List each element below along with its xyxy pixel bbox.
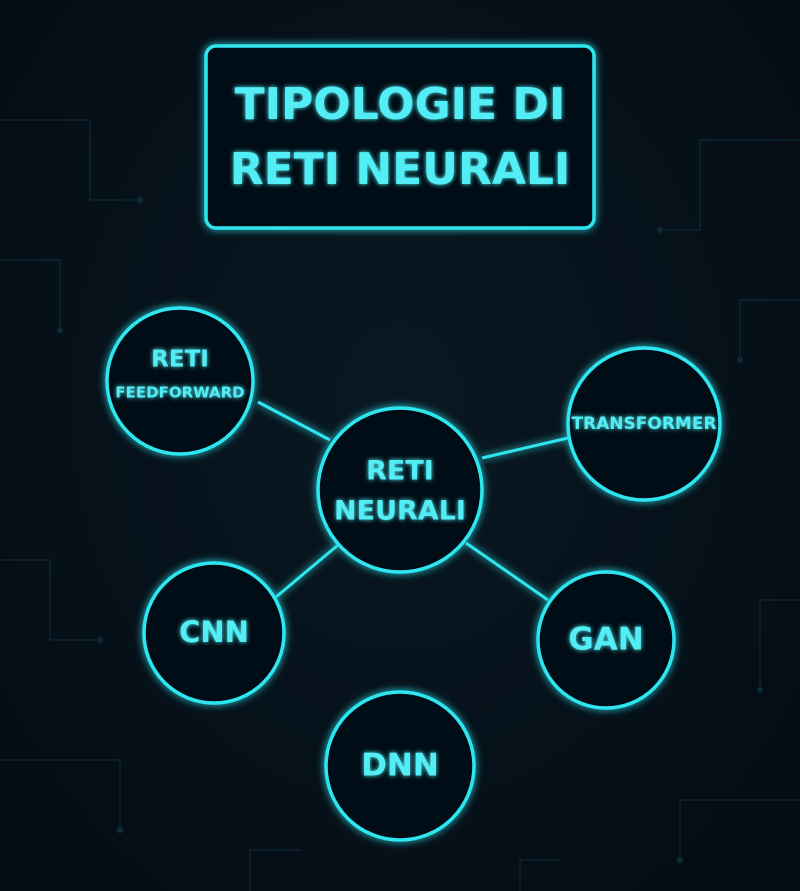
node-reti-feedforward: RETI FEEDFORWARD [105, 306, 255, 456]
node-dnn: DNN [324, 690, 476, 842]
edge-center-feedforward [257, 400, 331, 442]
dnn-label: DNN [361, 748, 439, 784]
edge-center-transformer [481, 436, 569, 460]
title-box: TIPOLOGIE DI RETI NEURALI [204, 44, 596, 230]
feedforward-line-1: RETI [151, 347, 209, 373]
center-node-reti-neurali: RETI NEURALI [316, 406, 484, 574]
cnn-label: CNN [179, 615, 249, 649]
node-gan: GAN [536, 570, 676, 710]
feedforward-line-2: FEEDFORWARD [115, 384, 244, 402]
node-cnn: CNN [142, 561, 286, 705]
transformer-label: TRANSFORMER [571, 414, 716, 434]
gan-label: GAN [568, 622, 643, 658]
edge-center-gan [465, 541, 549, 602]
center-node-line-2: NEURALI [334, 496, 466, 527]
node-transformer: TRANSFORMER [566, 346, 722, 502]
edge-center-cnn [275, 543, 339, 599]
circuit-background [0, 119, 800, 891]
center-node-line-1: RETI [366, 456, 434, 487]
title-line-2: RETI NEURALI [230, 144, 571, 195]
connector-edges [257, 228, 569, 693]
title-line-1: TIPOLOGIE DI [235, 79, 566, 130]
